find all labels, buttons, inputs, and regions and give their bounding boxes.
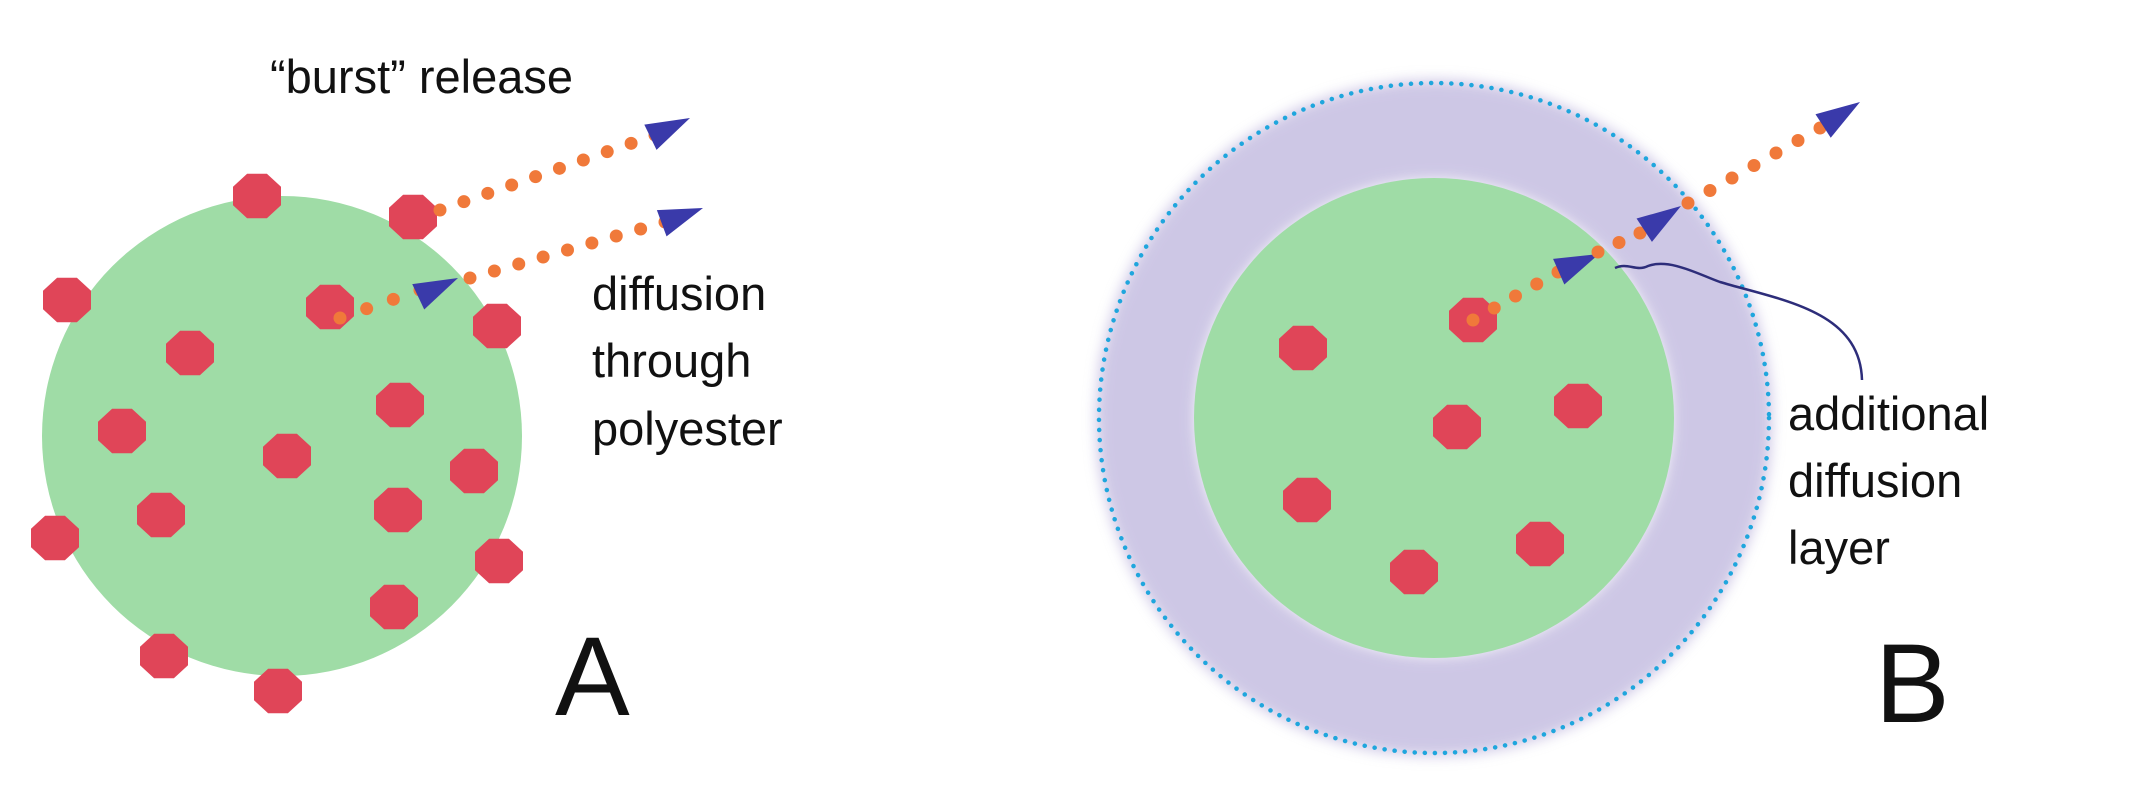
arrow-head-icon xyxy=(412,278,458,310)
drug-particle xyxy=(473,303,521,349)
drug-particle xyxy=(475,538,523,584)
panel-b-release-path xyxy=(1466,102,1860,327)
panel-a-release-paths xyxy=(333,118,703,325)
path-dot xyxy=(624,136,638,150)
path-dot xyxy=(457,195,471,209)
drug-particle xyxy=(370,584,418,630)
path-dot xyxy=(1791,134,1805,147)
path-dot xyxy=(1466,313,1480,327)
path-dot xyxy=(512,257,526,271)
drug-particle xyxy=(1279,325,1327,371)
path-dot xyxy=(1487,301,1501,315)
path-dot xyxy=(585,236,599,250)
diffusion-label-line-3: polyester xyxy=(592,402,783,455)
arrow-head-icon xyxy=(1815,102,1860,138)
diffusion-layer-shell xyxy=(1096,80,1772,756)
drug-particle xyxy=(1283,477,1331,523)
panel-a: “burst” release diffusion through polyes… xyxy=(31,50,783,739)
drug-particle xyxy=(1516,521,1564,567)
diffusion-label-line-1: diffusion xyxy=(592,267,766,320)
panel-a-particles xyxy=(31,173,523,714)
drug-particle xyxy=(1433,404,1481,450)
path-dot xyxy=(536,250,550,264)
path-dot xyxy=(463,271,477,285)
drug-particle xyxy=(306,284,354,330)
path-dot xyxy=(552,161,566,175)
diffusion-layer-boundary xyxy=(1096,80,1772,756)
path-dot xyxy=(1725,171,1739,185)
panel-b: additional diffusion layer B xyxy=(1096,80,1989,756)
layer-leader-line xyxy=(1614,262,1864,381)
arrow-head-icon xyxy=(656,208,703,237)
path-dot xyxy=(561,243,574,257)
drug-particle xyxy=(137,492,185,538)
path-dot xyxy=(333,311,347,325)
path-dot xyxy=(505,178,519,192)
diffusion-label-line-2: through xyxy=(592,334,751,387)
drug-particle xyxy=(31,515,79,561)
path-dot xyxy=(600,145,614,159)
path-dot xyxy=(529,170,543,184)
path-dot xyxy=(1747,159,1761,172)
panel-b-label: B xyxy=(1875,621,1950,746)
path-dot xyxy=(487,264,501,278)
panel-b-particles xyxy=(1279,297,1602,595)
path-dot xyxy=(360,302,374,316)
drug-particle xyxy=(450,448,498,494)
path-dot xyxy=(1509,289,1522,303)
drug-particle xyxy=(140,633,188,679)
path-dot xyxy=(1769,146,1783,160)
path-dot xyxy=(1633,226,1647,240)
drug-particle xyxy=(1554,383,1602,429)
path-dot xyxy=(609,229,623,243)
drug-particle xyxy=(233,173,281,219)
layer-label-line-3: layer xyxy=(1788,521,1890,574)
drug-particle xyxy=(43,277,91,323)
drug-particle xyxy=(376,382,424,428)
panel-a-label: A xyxy=(555,614,630,739)
layer-label-line-2: diffusion xyxy=(1788,454,1962,507)
path-dot xyxy=(433,203,447,217)
drug-particle xyxy=(263,433,311,479)
arrow-head-icon xyxy=(644,118,690,150)
path-dot xyxy=(576,153,590,167)
arrow-head-icon xyxy=(1553,254,1599,285)
path-dot xyxy=(634,222,648,236)
drug-particle xyxy=(166,330,214,376)
drug-particle xyxy=(389,194,437,240)
drug-particle xyxy=(98,408,146,454)
path-dot xyxy=(1703,184,1717,197)
drug-particle xyxy=(374,487,422,533)
burst-release-label: “burst” release xyxy=(270,50,573,103)
drug-particle xyxy=(254,668,302,714)
drug-particle xyxy=(1390,549,1438,595)
layer-label-line-1: additional xyxy=(1788,387,1989,440)
path-dot xyxy=(1591,245,1605,259)
path-dot xyxy=(481,186,495,200)
arrow-head-icon xyxy=(1636,206,1681,242)
path-dot xyxy=(1681,196,1695,210)
path-dot xyxy=(1612,236,1626,249)
path-dot xyxy=(1530,277,1544,291)
path-dot xyxy=(386,292,400,306)
